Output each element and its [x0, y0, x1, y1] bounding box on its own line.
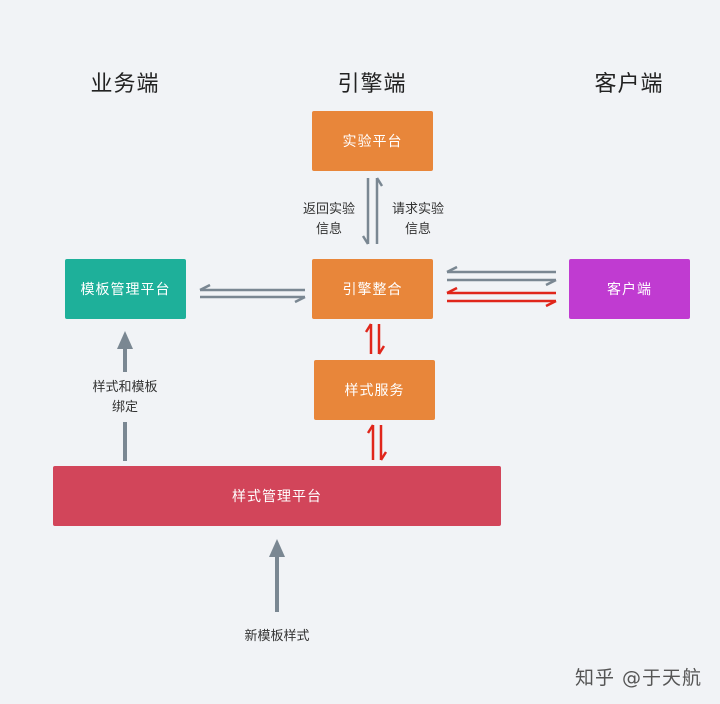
watermark: 知乎 @于天航 — [574, 667, 702, 689]
request-info-label: 请求实验 信息 — [385, 200, 451, 240]
style-platform-box: 样式管理平台 — [53, 466, 501, 526]
header-engine: 引擎端 — [337, 72, 407, 97]
return-info-label: 返回实验 信息 — [296, 200, 362, 240]
bind-arrow — [117, 331, 133, 461]
experiment-arrows — [361, 177, 384, 245]
engine-client-arrows — [446, 265, 557, 308]
engine-style-service-arrows — [364, 323, 386, 355]
header-business: 业务端 — [90, 72, 160, 97]
engine-integration-box: 引擎整合 — [312, 259, 433, 319]
bind-line1: 样式和模板 — [92, 380, 158, 395]
new-template-label: 新模板样式 — [244, 629, 310, 644]
client-box: 客户端 — [569, 259, 690, 319]
template-engine-arrows — [199, 283, 306, 304]
template-platform-box: 模板管理平台 — [65, 259, 186, 319]
style-service-platform-arrows — [366, 424, 388, 461]
new-template-arrow — [269, 539, 285, 612]
return-info-line1: 返回实验 — [302, 202, 355, 217]
header-client: 客户端 — [594, 72, 664, 97]
experiment-platform-box: 实验平台 — [312, 111, 433, 171]
style-service-box: 样式服务 — [314, 360, 435, 420]
bind-label: 样式和模板 绑定 — [82, 378, 168, 418]
return-info-line2: 信息 — [315, 222, 342, 237]
request-info-line2: 信息 — [404, 222, 431, 237]
request-info-line1: 请求实验 — [391, 202, 444, 217]
bind-line2: 绑定 — [111, 400, 138, 415]
